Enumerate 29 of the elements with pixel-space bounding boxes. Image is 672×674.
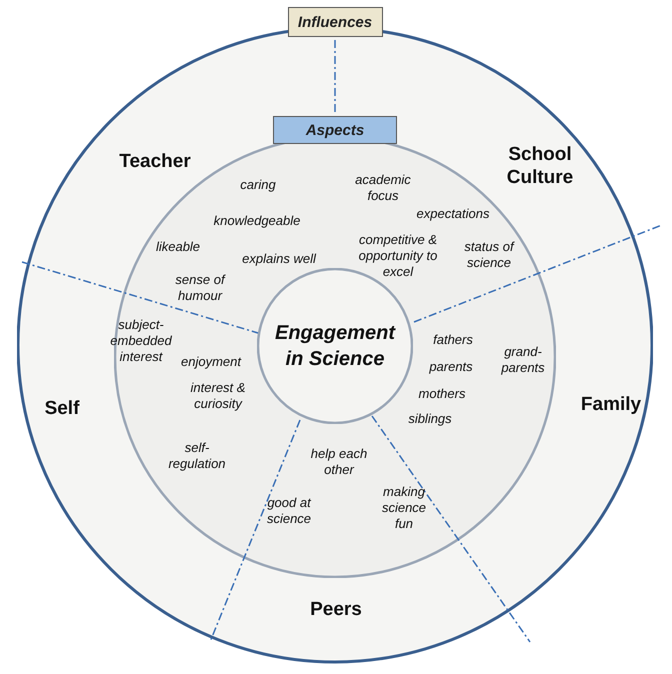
- aspect-label: caring: [239, 177, 277, 193]
- center-title: Engagement in Science: [274, 321, 397, 372]
- aspect-label: self-regulation: [167, 440, 227, 472]
- aspect-label: making science fun: [380, 484, 428, 532]
- influence-label: Self: [44, 396, 80, 420]
- influences-tab: Influences: [288, 7, 382, 37]
- aspect-label: fathers: [432, 332, 474, 348]
- influence-label: Peers: [309, 598, 363, 620]
- aspect-label: grand-parents: [500, 344, 546, 376]
- aspect-label: knowledgeable: [212, 213, 302, 229]
- aspect-label: academic focus: [354, 172, 412, 204]
- aspect-label: parents: [428, 359, 474, 375]
- aspects-tab: Aspects: [273, 116, 397, 144]
- influence-label: Family: [580, 392, 642, 416]
- aspect-label: expectations: [416, 206, 490, 222]
- aspect-label: enjoyment: [180, 354, 242, 370]
- aspect-label: sense of humour: [174, 272, 227, 304]
- aspect-label: siblings: [407, 411, 453, 427]
- aspect-label: explains well: [241, 251, 318, 267]
- aspect-label: interest & curiosity: [190, 380, 246, 412]
- influence-label: Teacher: [118, 150, 192, 172]
- aspect-label: good at science: [266, 495, 312, 527]
- aspect-label: help each other: [310, 446, 368, 478]
- aspect-label: status of science: [463, 239, 516, 271]
- aspect-label: likeable: [154, 239, 202, 255]
- aspect-label: competitive & opportunity to excel: [358, 232, 438, 280]
- aspect-label: subject-embedded interest: [109, 317, 173, 365]
- influence-label: School Culture: [506, 143, 574, 189]
- aspect-label: mothers: [418, 386, 466, 402]
